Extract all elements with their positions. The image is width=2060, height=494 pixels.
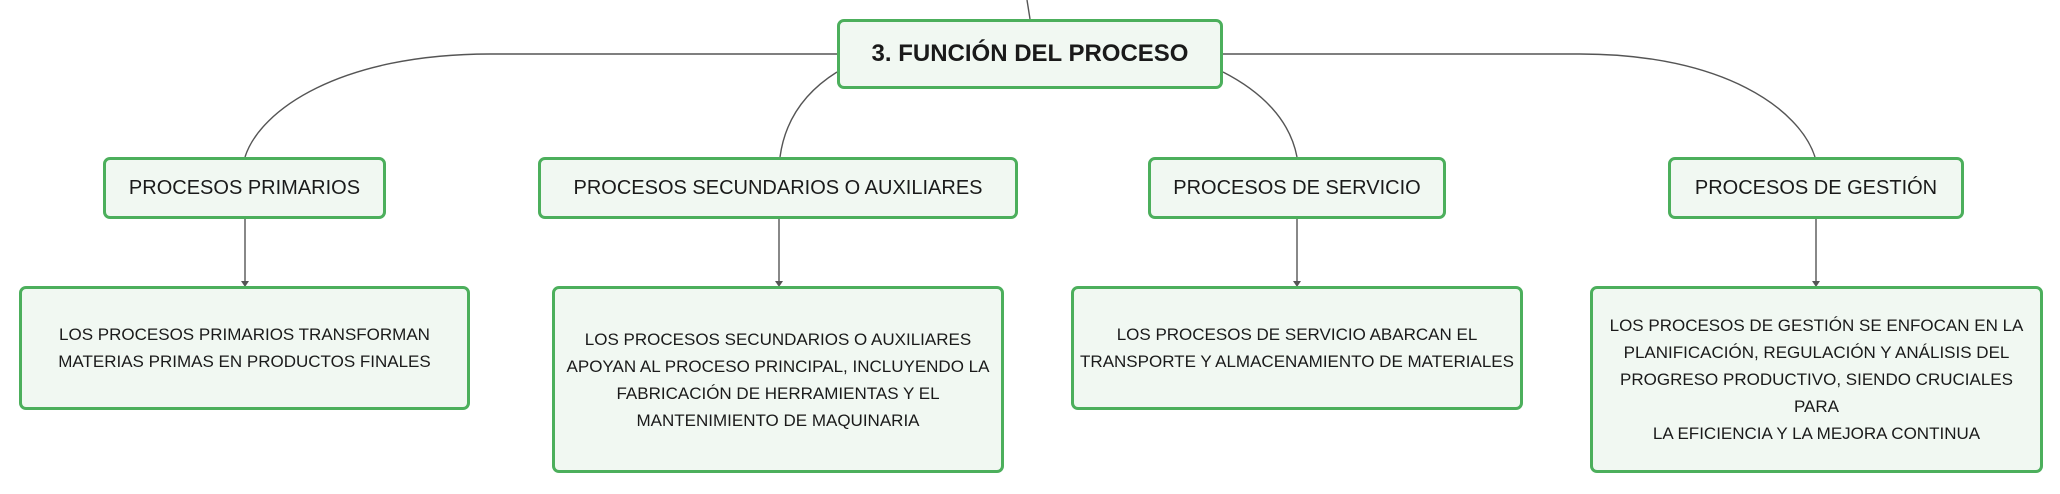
detail-text: LOS PROCESOS DE GESTIÓN SE ENFOCAN EN LA… [1599, 312, 2034, 447]
detail-line: FABRICACIÓN DE HERRAMIENTAS Y EL [616, 383, 940, 403]
root-topic-label: 3. FUNCIÓN DEL PROCESO [871, 40, 1189, 67]
detail-text: LOS PROCESOS DE SERVICIO ABARCAN EL TRAN… [1080, 321, 1514, 375]
connector-root-to-gestion [1223, 53, 1816, 158]
branch-label: PROCESOS PRIMARIOS [128, 176, 361, 199]
detail-procesos-primarios[interactable]: LOS PROCESOS PRIMARIOS TRANSFORMAN MATER… [19, 286, 470, 410]
branch-procesos-secundarios[interactable]: PROCESOS SECUNDARIOS O AUXILIARES [538, 157, 1018, 219]
branch-procesos-primarios[interactable]: PROCESOS PRIMARIOS [103, 157, 386, 219]
detail-line: LOS PROCESOS SECUNDARIOS O AUXILIARES [584, 329, 972, 349]
detail-line: PROGRESO PRODUCTIVO, SIENDO CRUCIALES PA… [1620, 370, 2013, 416]
detail-line: LOS PROCESOS DE SERVICIO ABARCAN EL [1116, 325, 1478, 344]
detail-line: LOS PROCESOS PRIMARIOS TRANSFORMAN [59, 325, 430, 344]
detail-line: PLANIFICACIÓN, REGULACIÓN Y ANÁLISIS DEL [1623, 343, 2010, 362]
detail-line: LOS PROCESOS DE GESTIÓN SE ENFOCAN EN LA [1609, 316, 2024, 335]
detail-procesos-servicio[interactable]: LOS PROCESOS DE SERVICIO ABARCAN EL TRAN… [1071, 286, 1523, 410]
connector-root-to-secundarios [779, 71, 838, 158]
branch-procesos-servicio[interactable]: PROCESOS DE SERVICIO [1148, 157, 1446, 219]
branch-procesos-gestion[interactable]: PROCESOS DE GESTIÓN [1668, 157, 1964, 219]
detail-line: LA EFICIENCIA Y LA MEJORA CONTINUA [1652, 424, 1981, 443]
root-topic[interactable]: 3. FUNCIÓN DEL PROCESO [837, 19, 1223, 89]
detail-procesos-secundarios[interactable]: LOS PROCESOS SECUNDARIOS O AUXILIARES AP… [552, 286, 1004, 473]
connector-root-to-primarios [244, 53, 837, 158]
branch-label: PROCESOS DE GESTIÓN [1694, 176, 1938, 199]
detail-text: LOS PROCESOS SECUNDARIOS O AUXILIARES AP… [567, 326, 990, 434]
connector-parent-to-root [1026, 0, 1031, 20]
branch-label: PROCESOS DE SERVICIO [1173, 176, 1421, 199]
detail-line: MANTENIMIENTO DE MAQUINARIA [636, 410, 920, 430]
detail-text: LOS PROCESOS PRIMARIOS TRANSFORMAN MATER… [58, 321, 431, 375]
branch-label: PROCESOS SECUNDARIOS O AUXILIARES [573, 176, 983, 199]
detail-line: TRANSPORTE Y ALMACENAMIENTO DE MATERIALE… [1080, 352, 1514, 371]
detail-line: MATERIAS PRIMAS EN PRODUCTOS FINALES [58, 352, 431, 371]
connector-root-to-servicio [1222, 71, 1298, 158]
detail-procesos-gestion[interactable]: LOS PROCESOS DE GESTIÓN SE ENFOCAN EN LA… [1590, 286, 2043, 473]
detail-line: APOYAN AL PROCESO PRINCIPAL, INCLUYENDO … [566, 356, 990, 376]
